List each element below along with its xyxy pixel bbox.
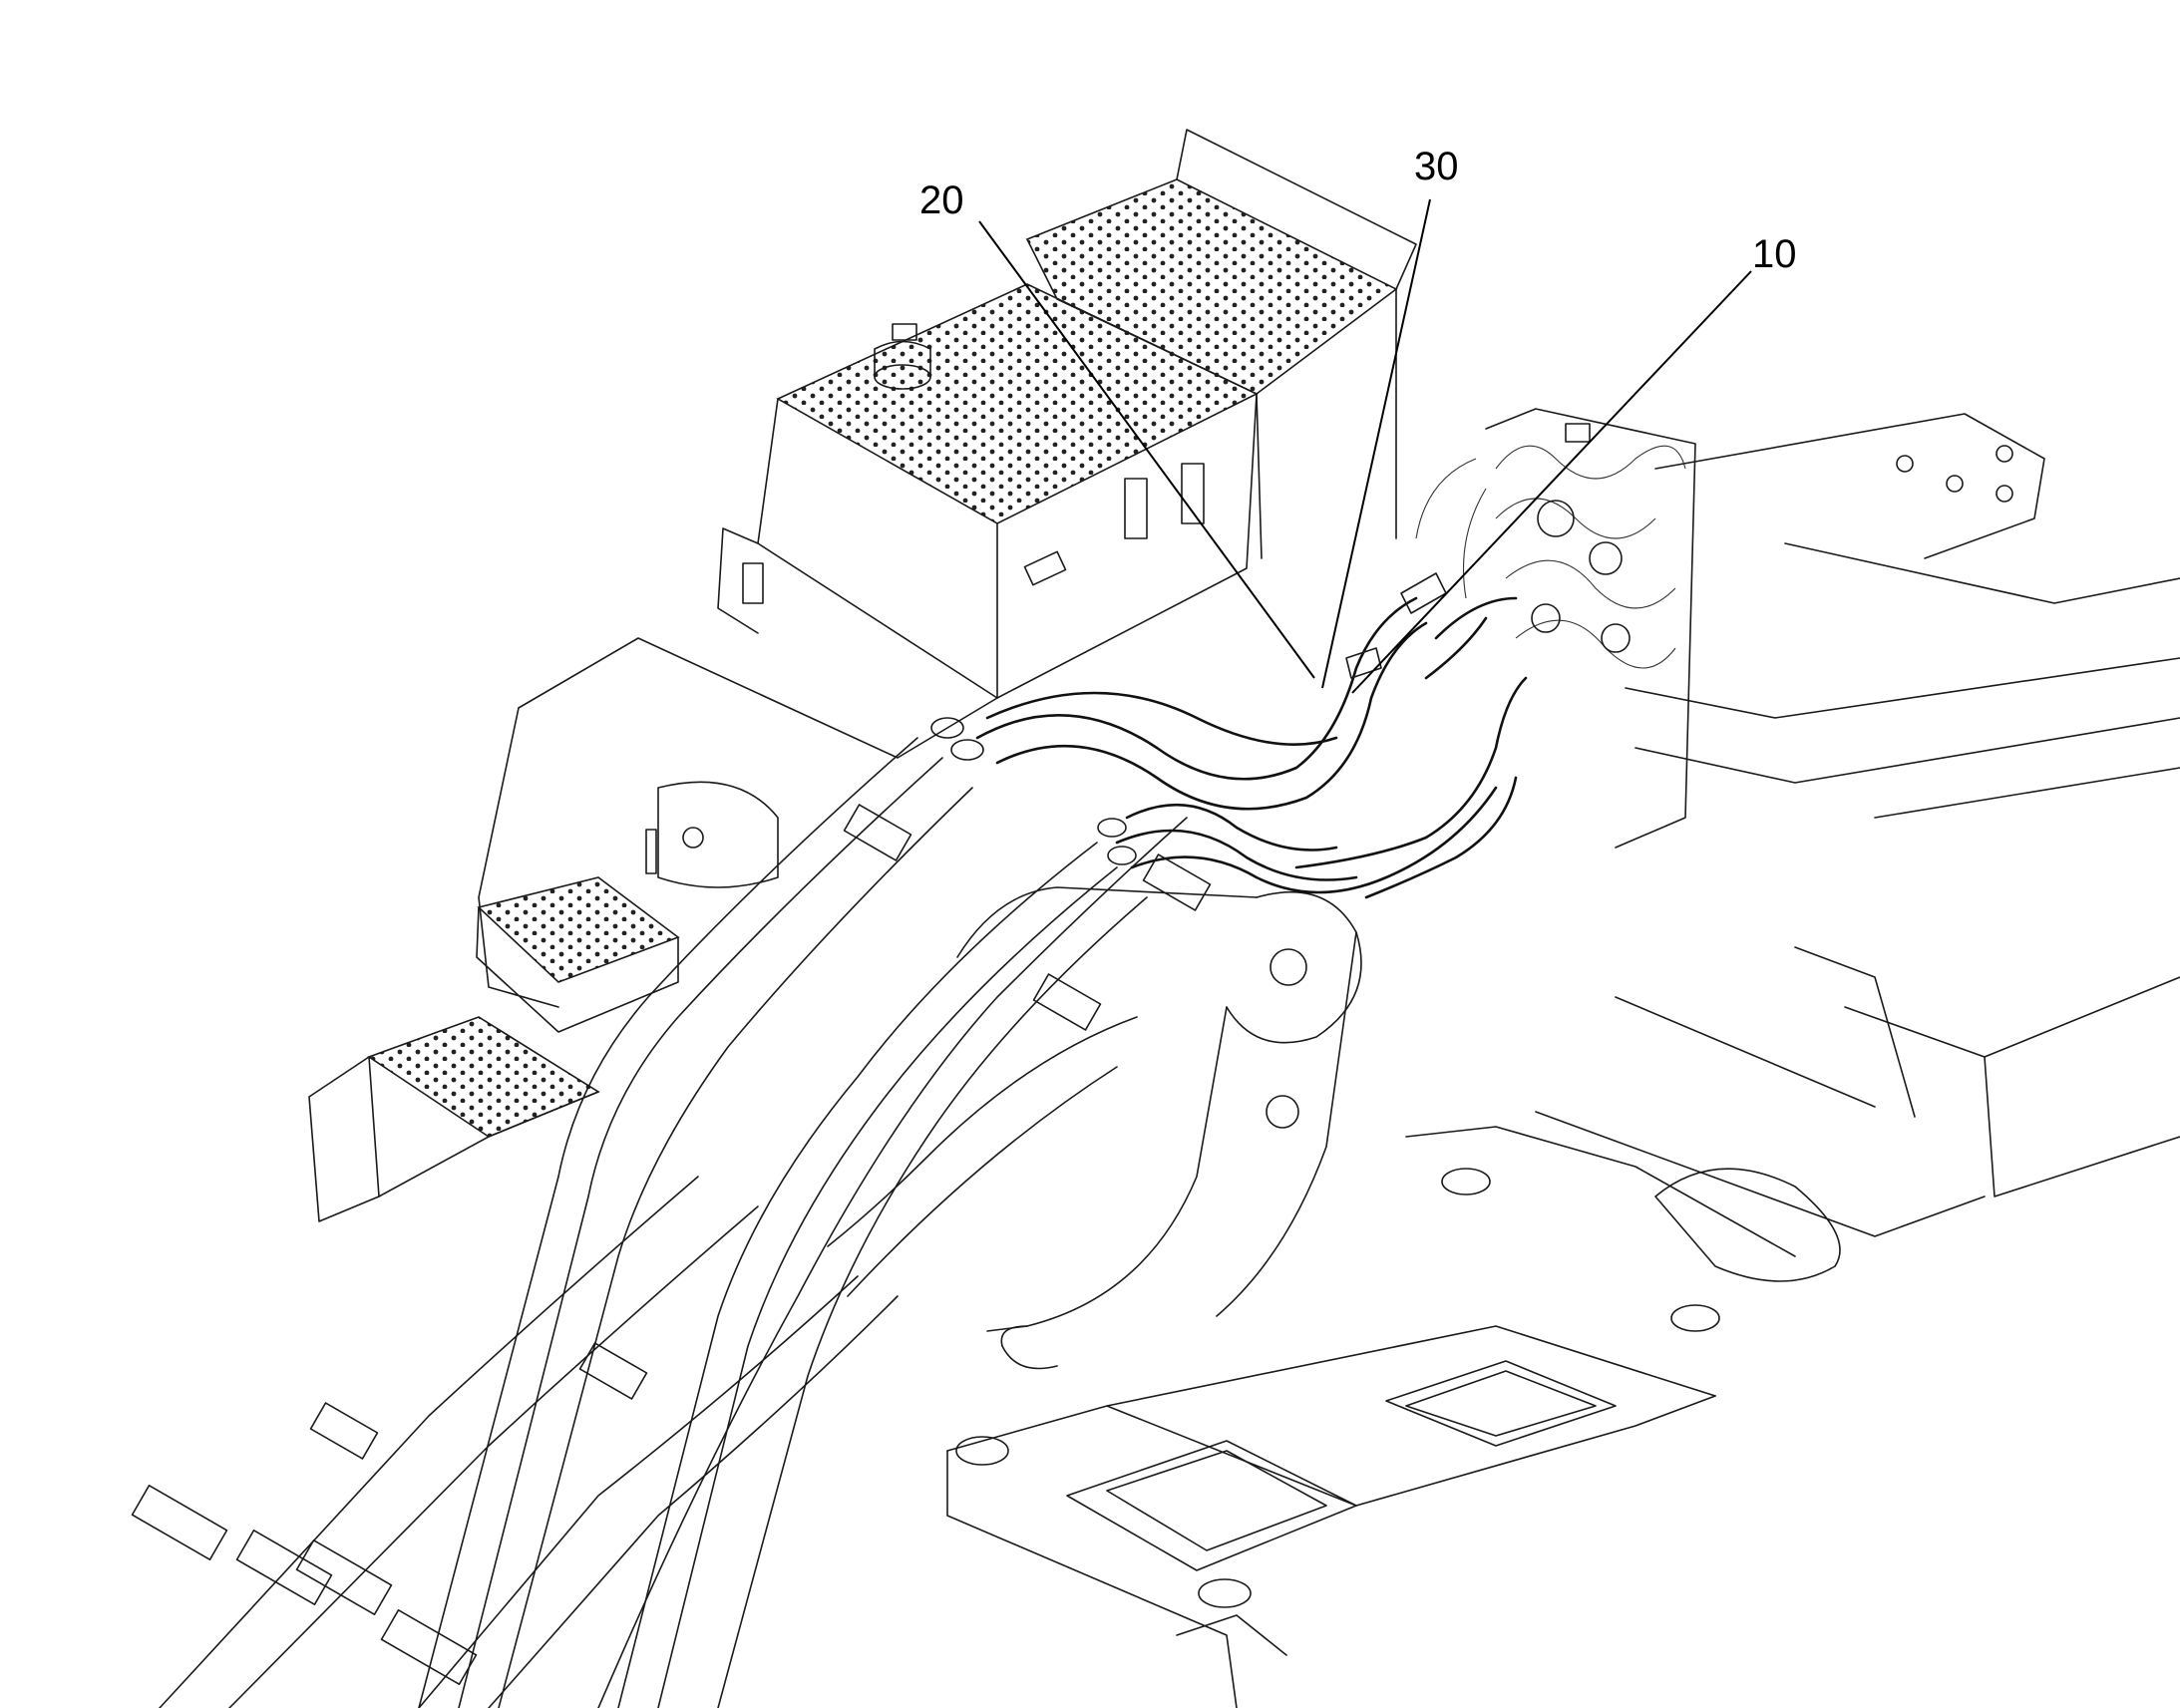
callout-10: 10: [1752, 232, 1797, 276]
boom: [827, 886, 1362, 1370]
tank-housing: [717, 129, 1417, 699]
lower-chassis: [946, 1126, 1841, 1708]
callout-labels: 20 30 10: [919, 145, 1797, 276]
callout-20: 20: [919, 178, 964, 222]
hydraulic-hoses: [930, 572, 1528, 899]
boom-lines: [159, 737, 1188, 1708]
engine-cover: [308, 637, 998, 1222]
callout-leaders: [978, 198, 1752, 694]
callout-30: 30: [1414, 145, 1459, 188]
leader-20: [978, 220, 1315, 679]
leader-30: [1321, 198, 1431, 689]
hose-clamps: [131, 804, 1212, 1686]
leader-10: [1351, 270, 1752, 694]
upper-frame: [1535, 413, 2180, 1237]
control-valve-block: [1415, 408, 1696, 849]
